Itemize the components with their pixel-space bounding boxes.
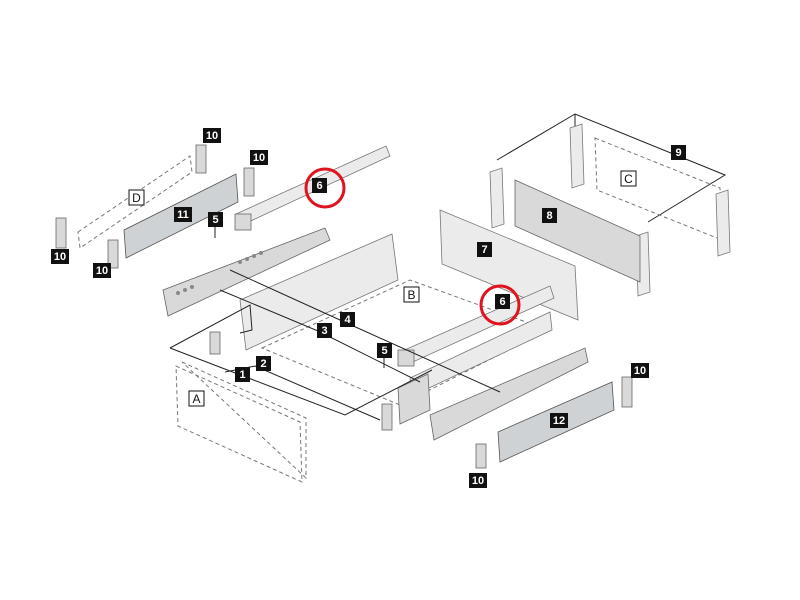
part-label-10: 10: [631, 363, 649, 378]
svg-text:10: 10: [472, 475, 484, 487]
clip-part: [621, 376, 633, 408]
svg-text:1: 1: [239, 369, 245, 381]
part-label-6-top: 6: [312, 178, 327, 193]
part-label-5-bottom: 5: [377, 343, 392, 358]
part-label-4: 4: [340, 312, 355, 327]
part-label-10: 10: [203, 128, 221, 143]
part-label-7: 7: [477, 242, 492, 257]
back-bracket: [715, 189, 731, 257]
svg-text:12: 12: [553, 415, 565, 427]
panel-label-d: D: [128, 189, 145, 206]
part-label-6-bottom: 6: [495, 294, 510, 309]
back-bracket: [569, 123, 585, 189]
svg-text:A: A: [192, 392, 200, 406]
part-label-12: 12: [550, 413, 568, 428]
left-runner: [162, 227, 331, 317]
panel-a-edge: [181, 361, 307, 480]
svg-text:6: 6: [499, 296, 505, 308]
svg-text:10: 10: [634, 365, 646, 377]
panel-c-outline: [594, 137, 723, 241]
panel-a-outline: [175, 365, 303, 483]
part-label-9: 9: [671, 145, 686, 160]
left-side-panel: [239, 233, 399, 351]
svg-text:D: D: [132, 191, 141, 205]
svg-text:7: 7: [481, 244, 487, 256]
rail-6-end: [234, 213, 252, 231]
svg-text:10: 10: [206, 130, 218, 142]
clip-part: [475, 443, 487, 469]
highlight-circle-6-top: [304, 167, 346, 209]
svg-text:5: 5: [212, 214, 218, 226]
right-runner: [429, 347, 589, 441]
back-panel-8: [514, 179, 641, 283]
svg-text:C: C: [624, 172, 633, 186]
clip-part: [195, 144, 207, 174]
svg-text:10: 10: [96, 265, 108, 277]
svg-text:10: 10: [253, 152, 265, 164]
svg-text:2: 2: [260, 358, 266, 370]
svg-text:3: 3: [321, 325, 327, 337]
panel-label-c: C: [620, 170, 637, 187]
frame-9-outline: [496, 113, 727, 223]
clip-part: [209, 331, 221, 355]
part-label-10: 10: [93, 263, 111, 278]
part-label-5-top: 5: [208, 212, 223, 227]
clip-part: [107, 239, 119, 269]
panel-label-a: A: [188, 390, 205, 407]
leader-line: [169, 304, 253, 349]
front-bracket: [397, 373, 431, 425]
leader-line-1: [169, 347, 433, 416]
svg-text:B: B: [407, 288, 415, 302]
clip-part: [243, 167, 255, 197]
runner-holes: [176, 251, 263, 295]
part-label-1: 1: [235, 367, 250, 382]
clip-part: [55, 217, 67, 249]
svg-text:11: 11: [177, 209, 189, 221]
panel-label-b: B: [403, 286, 420, 303]
svg-text:10: 10: [54, 251, 66, 263]
part-label-8: 8: [542, 208, 557, 223]
svg-text:9: 9: [675, 147, 681, 159]
part-label-10: 10: [250, 150, 268, 165]
svg-text:5: 5: [381, 345, 387, 357]
part-label-3: 3: [317, 323, 332, 338]
part-label-10: 10: [51, 249, 69, 264]
part-label-2: 2: [256, 356, 271, 371]
highlight-circle-6-bottom: [479, 284, 521, 326]
svg-text:6: 6: [316, 180, 322, 192]
svg-text:8: 8: [546, 210, 552, 222]
part-label-10: 10: [469, 473, 487, 488]
part-label-11: 11: [174, 207, 192, 222]
clip-part: [381, 403, 393, 431]
back-bracket: [489, 167, 505, 229]
svg-text:4: 4: [344, 314, 351, 326]
